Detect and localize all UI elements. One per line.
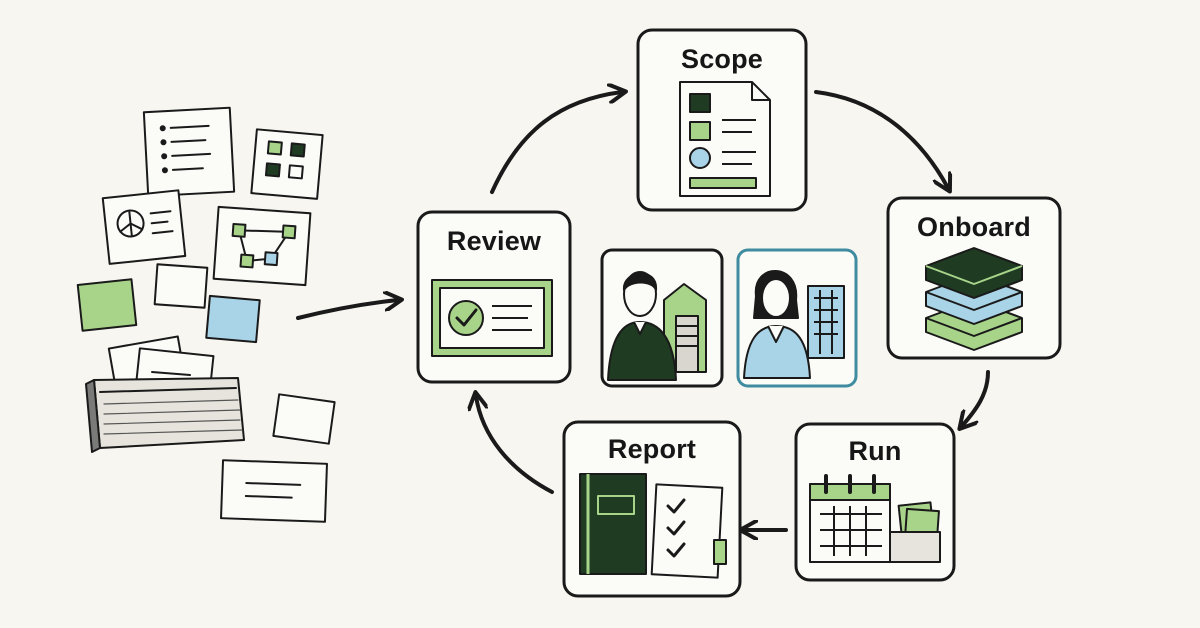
green-note-icon xyxy=(76,278,138,332)
arrow-review-to-scope xyxy=(490,92,622,194)
inbox-tray-icon xyxy=(85,335,245,453)
loose-note-icon xyxy=(272,393,336,445)
scattered-documents-group xyxy=(76,106,336,523)
arrow-scope-to-onboard xyxy=(814,90,948,188)
list-document-icon xyxy=(142,106,236,198)
report-label: Report xyxy=(607,434,697,464)
blue-note-icon xyxy=(205,294,261,344)
review-label: Review xyxy=(446,226,542,256)
loose-text-document-icon xyxy=(220,459,328,523)
network-diagram-document-icon xyxy=(212,205,312,287)
blank-note-icon xyxy=(153,263,209,309)
scope-label: Scope xyxy=(680,44,764,74)
run-label: Run xyxy=(848,436,902,466)
calendar-and-inbox-icon xyxy=(809,474,941,563)
stacked-layers-icon xyxy=(925,247,1023,351)
arrow-report-to-review xyxy=(476,396,554,494)
binder-and-checklist-icon xyxy=(579,473,727,579)
arrow-onboard-to-run xyxy=(962,370,990,426)
man-with-warehouse-icon xyxy=(600,248,724,388)
cycle-arrows xyxy=(476,90,990,530)
document-checklist-icon xyxy=(679,81,771,197)
approved-card-icon xyxy=(431,279,553,357)
input-arrow xyxy=(296,300,398,320)
grid-document-icon xyxy=(250,128,324,200)
pie-chart-document-icon xyxy=(101,189,187,265)
woman-with-office-building-icon xyxy=(736,248,858,388)
onboard-label: Onboard xyxy=(917,212,1031,242)
